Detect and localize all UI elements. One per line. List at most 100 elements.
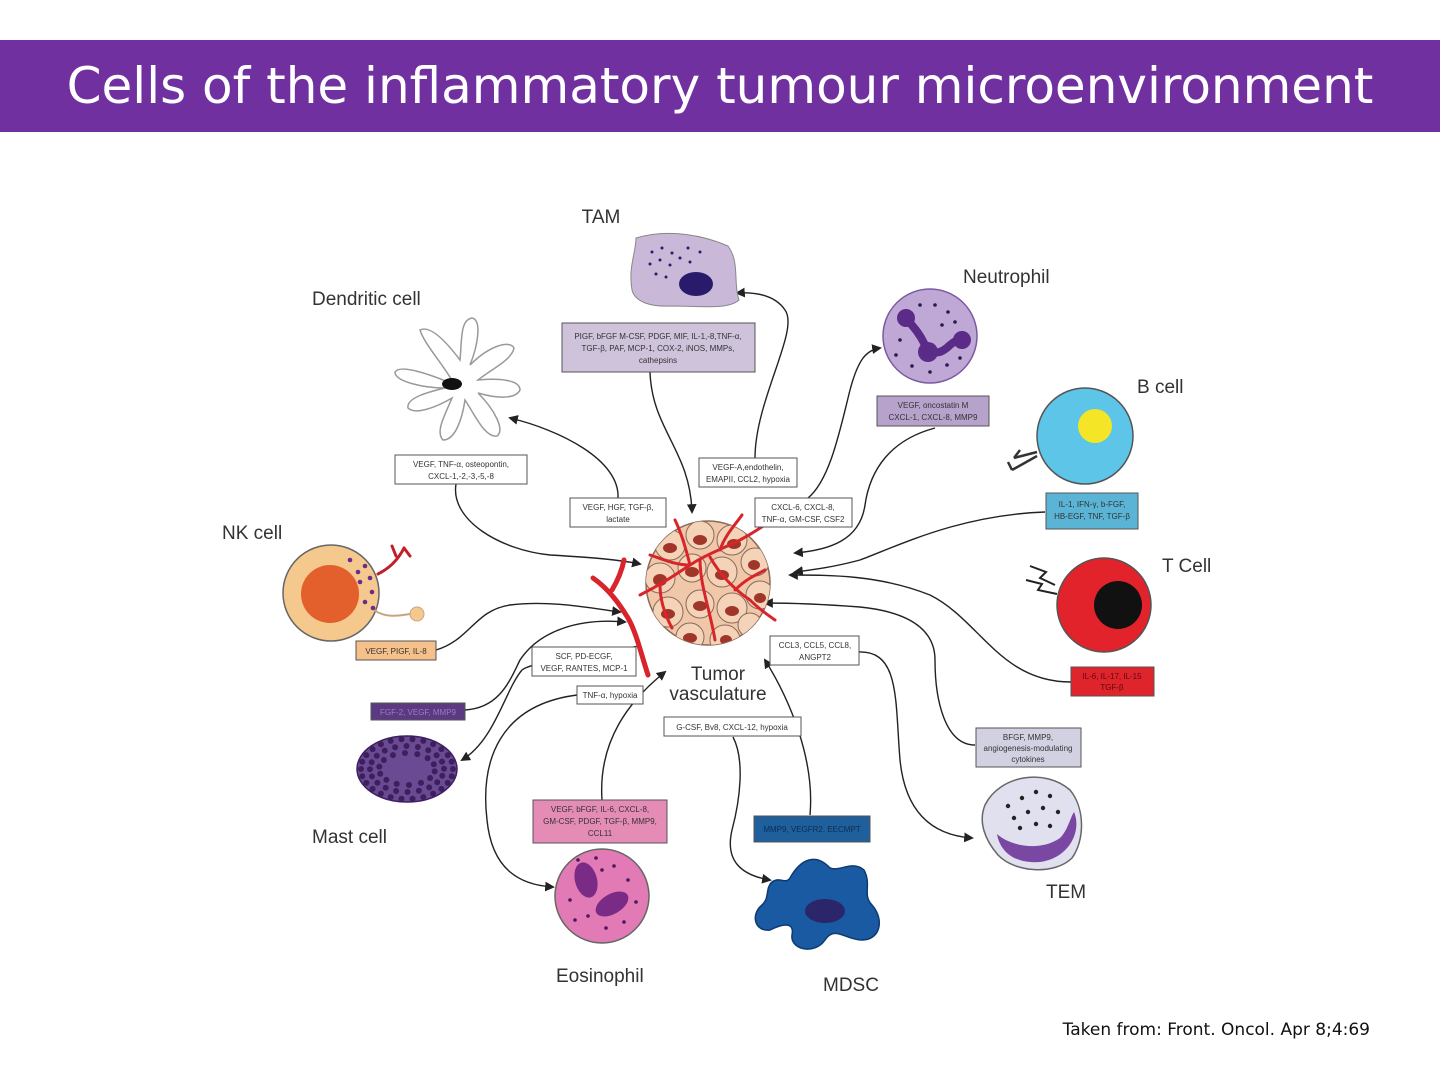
mast-granule <box>438 785 445 792</box>
mast-granule <box>376 763 383 770</box>
tam-label: TAM <box>582 207 621 228</box>
tem-factor-line3: cytokines <box>1011 755 1044 764</box>
mast-granule <box>430 790 437 797</box>
tem-label: TEM <box>1046 882 1086 903</box>
arrow-tam-in <box>735 287 789 459</box>
mast-granule <box>402 750 408 756</box>
arrow-neutrophil-out <box>793 427 936 558</box>
arrow-neutrophil-in <box>807 344 882 499</box>
arrow-tam-out <box>649 371 697 514</box>
mast-granule <box>367 766 373 773</box>
tam-factor-line2: TGF-β, PAF, MCP-1, COX-2, iNOS, MMPs, <box>582 344 735 353</box>
mast-granule <box>444 779 451 786</box>
tam-return-line2: EMAPII, CCL2, hypoxia <box>706 475 791 484</box>
tcell-factor-line1: IL-6, IL-17, IL-15 <box>1082 672 1142 681</box>
mast-granule <box>425 747 432 754</box>
mast-granule <box>373 752 380 759</box>
mastcell-label: Mast cell <box>312 827 387 848</box>
arrow-mdsc-in <box>763 658 812 816</box>
bcell-factor-box <box>1045 492 1139 530</box>
arrow-eos-out <box>485 694 578 892</box>
mast-granule <box>426 784 433 791</box>
mast-granule <box>424 755 431 762</box>
mast-granule <box>381 747 388 754</box>
neutrophil-factor-line2: CXCL-1, CXCL-8, MMP9 <box>889 413 978 422</box>
tumor-label-line1: Tumor <box>691 664 746 685</box>
slide-title: Cells of the inflammatory tumour microen… <box>0 40 1440 132</box>
arrows <box>435 287 1072 892</box>
tem-return-line2: ANGPT2 <box>799 653 832 662</box>
tem-factor-box <box>975 727 1082 768</box>
mdsc-return-line1: G-CSF, Bv8, CXCL-12, hypoxia <box>676 723 788 732</box>
arrow-mast-out <box>464 616 627 711</box>
mast-granule <box>430 761 437 768</box>
mast-granule <box>448 758 455 765</box>
bcell-label: B cell <box>1137 377 1183 398</box>
mast-granule <box>382 784 389 791</box>
mast-granule <box>369 785 376 792</box>
nkcell-cell <box>282 544 425 642</box>
tam-return-line1: VEGF-A,endothelin, <box>712 463 783 472</box>
mast-granule <box>393 788 400 794</box>
mast-granule <box>409 736 416 743</box>
neutrophil-factor-box <box>876 395 990 427</box>
tcell-cell <box>1025 557 1152 653</box>
arrow-tcell-out <box>788 570 1072 683</box>
eos-factor-line1: VEGF, bFGF, IL-6, CXCL-8, <box>551 805 649 814</box>
tumor-mass <box>590 513 777 678</box>
eos-return-line1: TNF-α, hypoxia <box>583 691 638 700</box>
arrow-tem-out <box>857 651 974 843</box>
dendritic-factor-line2: CXCL-1,-2,-3,-5,-8 <box>428 472 494 481</box>
mast-granule <box>438 746 445 753</box>
mast-factor-box <box>370 702 466 721</box>
mast-granule <box>439 772 446 779</box>
tem-return-box <box>769 635 860 666</box>
tcell-factor-box <box>1070 666 1155 697</box>
mast-granule <box>363 779 370 786</box>
mast-granule <box>427 775 434 781</box>
mast-granule <box>434 779 441 786</box>
mast-granule <box>418 779 424 786</box>
arrow-dendritic-in <box>508 415 619 499</box>
mast-granule <box>374 779 381 786</box>
eos-factor-box <box>532 799 668 844</box>
dendritic-return-line1: VEGF, HGF, TGF-β, <box>582 503 653 512</box>
mast-granule <box>448 773 455 780</box>
eosinophil-label: Eosinophil <box>556 966 644 987</box>
vessel-branch <box>590 557 651 678</box>
tcell-factor-line2: TGF-β <box>1100 683 1124 692</box>
mast-granule <box>398 795 405 802</box>
mast-granule <box>414 751 421 758</box>
eos-factor-line3: CCL11 <box>588 829 613 838</box>
mast-return-line2: VEGF, RANTES, MCP-1 <box>540 664 628 673</box>
mast-granule <box>359 773 366 780</box>
tam-return-box <box>698 457 798 488</box>
eosinophil-cell <box>554 848 650 944</box>
mast-granule <box>368 759 375 766</box>
dendritic-return-box <box>569 497 667 528</box>
tam-factor-box <box>561 322 756 373</box>
mast-granule <box>398 736 405 743</box>
neutrophil-label: Neutrophil <box>963 267 1050 288</box>
source-citation: Taken from: Front. Oncol. Apr 8;4:69 <box>1062 1020 1370 1040</box>
mast-granule <box>406 782 412 788</box>
mast-granule <box>430 741 437 748</box>
bcell-cell <box>1006 387 1134 485</box>
mast-granule <box>380 757 387 763</box>
tam-cell <box>630 232 740 308</box>
bcell-factor-line2: HB-EGF, TNF, TGF-β <box>1054 512 1130 521</box>
mast-granule <box>439 758 445 765</box>
arrow-bcell-out <box>793 511 1046 576</box>
mdsc-factor-line1: MMP9, VEGFR2, EECMPT <box>763 825 860 834</box>
arrow-tem-in <box>763 598 976 746</box>
tumor-label-line2: vasculature <box>669 684 766 705</box>
mdsc-factor-box <box>753 815 871 843</box>
mast-granule <box>431 768 438 775</box>
tcell-label: T Cell <box>1162 556 1211 577</box>
mast-granule <box>444 752 451 759</box>
mast-granule <box>377 741 384 748</box>
mast-granule <box>415 787 422 794</box>
eos-factor-line2: GM-CSF, PDGF, TGF-β, MMP9, <box>543 817 657 826</box>
mast-granule <box>393 780 400 787</box>
mast-granule <box>390 752 396 759</box>
